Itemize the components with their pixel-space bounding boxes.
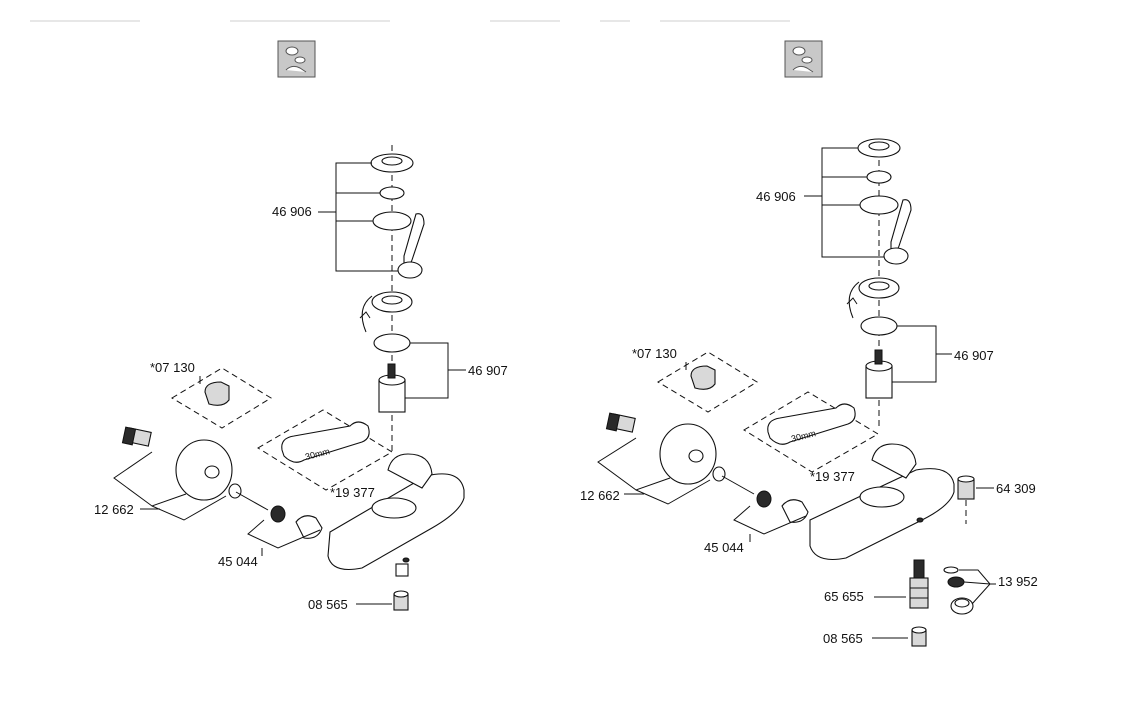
cartridge xyxy=(378,363,406,413)
mixer-body xyxy=(809,443,955,561)
cartridge-set-bracket xyxy=(405,342,466,399)
label-cartridge-set: 46 907 xyxy=(954,348,994,363)
label-nut-set: 45 044 xyxy=(704,540,744,555)
trim-set-bracket xyxy=(804,147,884,258)
label-connection-set: 12 662 xyxy=(580,488,620,503)
outlet-part xyxy=(356,590,409,611)
wrench-box: 30mm xyxy=(743,391,879,473)
label-diverter: 65 655 xyxy=(824,589,864,604)
label-cartridge-set: 46 907 xyxy=(468,363,508,378)
connection-bracket xyxy=(597,437,711,505)
outlet-part xyxy=(872,626,927,647)
nut-parts xyxy=(756,490,809,523)
label-outlet-part: 08 565 xyxy=(823,631,863,646)
label-cap: 64 309 xyxy=(996,481,1036,496)
lever-handle xyxy=(397,213,425,279)
left-diagram: 46 906 46 907 *07 130 xyxy=(94,40,508,612)
label-trim-set: 46 906 xyxy=(272,204,312,219)
label-reducer: *07 130 xyxy=(632,346,677,361)
water-saving-icon xyxy=(277,40,316,78)
label-nut-set: 45 044 xyxy=(218,554,258,569)
trim-ring-parts xyxy=(370,153,414,231)
right-diagram: 46 906 46 907 *07 130 30mm xyxy=(580,40,1038,647)
connection-bracket xyxy=(113,451,227,521)
wrench-box: 30mm xyxy=(257,409,393,491)
reducer-box xyxy=(171,367,272,429)
nut-parts xyxy=(270,505,323,539)
label-connection-set: 12 662 xyxy=(94,502,134,517)
cap-part xyxy=(957,475,994,524)
label-wrench: *19 377 xyxy=(330,485,375,500)
reducer-box xyxy=(657,351,758,413)
water-saving-icon xyxy=(784,40,823,78)
mixer-body xyxy=(327,453,465,577)
connection-parts xyxy=(121,426,242,501)
label-aerator-set: 13 952 xyxy=(998,574,1038,589)
diverter-part xyxy=(874,559,929,609)
cartridge-set-bracket xyxy=(892,325,952,383)
trim-set-bracket xyxy=(318,162,398,272)
label-wrench: *19 377 xyxy=(810,469,855,484)
connection-parts xyxy=(605,412,726,485)
label-reducer: *07 130 xyxy=(150,360,195,375)
nut-set-bracket xyxy=(235,491,321,556)
cartridge-holder xyxy=(846,277,900,336)
label-trim-set: 46 906 xyxy=(756,189,796,204)
nut-set-bracket xyxy=(721,475,807,542)
aerator-parts xyxy=(943,566,974,615)
cartridge xyxy=(865,349,893,399)
label-outlet-part: 08 565 xyxy=(308,597,348,612)
aerator-bracket xyxy=(959,569,996,605)
cartridge-holder xyxy=(359,291,413,353)
trim-ring-parts xyxy=(857,138,901,215)
lever-handle xyxy=(883,199,912,265)
